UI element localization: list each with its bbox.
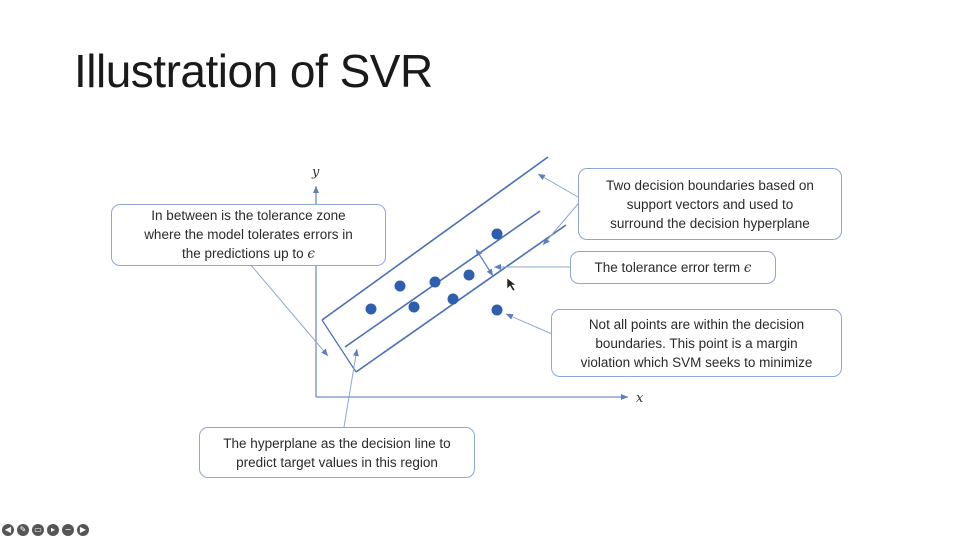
callout-text: The tolerance error term ϵ (595, 258, 752, 278)
callout-text-part: The tolerance error term (594, 259, 741, 275)
callout-text: surround the decision hyperplane (610, 215, 810, 231)
data-point (394, 280, 406, 292)
data-point (408, 301, 420, 313)
data-point (429, 276, 441, 288)
tolerance-zone-callout: In between is the tolerance zone where t… (111, 204, 386, 266)
callout-text: Two decision boundaries based on (606, 177, 814, 193)
captions-icon[interactable]: ▭ (32, 524, 44, 536)
pen-icon[interactable]: ✎ (17, 524, 29, 536)
callout-text-part: the predictions up to (182, 246, 304, 261)
video-icon[interactable]: ▸ (47, 524, 59, 536)
minus-icon[interactable]: − (62, 524, 74, 536)
tolerance-zone-connector (249, 263, 329, 357)
callout-text: violation which SVM seeks to minimize (580, 354, 813, 370)
margin-violation-callout: Not all points are within the decision b… (551, 309, 842, 377)
y-axis-label: y (311, 165, 320, 180)
boundaries-connector-lower (542, 203, 579, 246)
back-icon[interactable]: ◀ (2, 524, 14, 536)
epsilon-symbol: ϵ (307, 246, 315, 262)
lower-decision-boundary (355, 224, 567, 373)
data-point (447, 293, 459, 305)
mouse-cursor-icon (506, 277, 517, 292)
violation-connector (505, 313, 553, 335)
data-point (365, 303, 377, 315)
callout-text: Not all points are within the decision (588, 316, 805, 332)
hyperplane-callout: The hyperplane as the decision line to p… (199, 427, 475, 478)
data-point (491, 228, 503, 240)
boundaries-connector-upper (537, 173, 579, 198)
hyperplane-line (344, 210, 541, 348)
epsilon-arrow (475, 248, 494, 277)
callout-text: the predictions up to ϵ (144, 244, 353, 264)
slide-title: Illustration of SVR (74, 45, 433, 97)
callout-text: where the model tolerates errors in (144, 227, 353, 242)
callout-text: support vectors and used to (626, 196, 794, 212)
margin-violation-point (491, 304, 503, 316)
band-left-edge (321, 319, 357, 373)
callout-text: predict target values in this region (236, 454, 438, 470)
forward-icon[interactable]: ▶ (77, 524, 89, 536)
presentation-toolbar: ◀✎▭▸−▶ (2, 524, 89, 536)
callout-text: The hyperplane as the decision line to (223, 435, 451, 451)
hyperplane-connector (343, 348, 359, 428)
boundaries-callout: Two decision boundaries based on support… (578, 168, 842, 240)
callout-text: boundaries. This point is a margin (595, 335, 798, 351)
callout-text: In between is the tolerance zone (151, 208, 346, 223)
x-axis-label: x (636, 391, 644, 406)
error-term-callout: The tolerance error term ϵ (570, 251, 776, 284)
epsilon-symbol: ϵ (743, 259, 752, 276)
upper-decision-boundary (321, 156, 549, 321)
data-point (463, 269, 475, 281)
